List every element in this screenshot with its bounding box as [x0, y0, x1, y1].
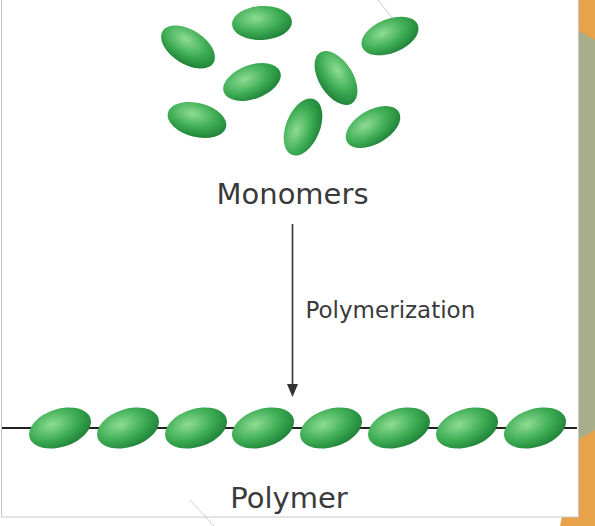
- chain-bead: [431, 400, 504, 456]
- monomer: [218, 56, 286, 108]
- chain-bead: [499, 400, 572, 456]
- deco-line: [378, 0, 392, 18]
- group-label: Monomers: [216, 177, 368, 212]
- monomer: [154, 17, 223, 78]
- chain-bead: [295, 400, 368, 456]
- monomer-cluster: [154, 4, 425, 161]
- polymer-group: Polymer: [0, 398, 578, 516]
- arrow-shaft: [292, 224, 294, 387]
- chain-bead: [160, 400, 233, 456]
- chain-bead: [92, 400, 165, 456]
- chain-bead: [24, 400, 97, 456]
- monomer: [356, 9, 424, 63]
- chain-bead: [363, 400, 436, 456]
- monomer-group: Monomers: [160, 0, 425, 212]
- panel-frame: [2, 0, 579, 517]
- reaction-arrow: [287, 224, 298, 397]
- process-label: Polymerization: [306, 297, 476, 325]
- monomer: [339, 97, 408, 156]
- monomer: [164, 96, 230, 144]
- polymer-chain: [2, 400, 577, 456]
- deco-line: [190, 500, 214, 526]
- monomer: [231, 4, 293, 41]
- arrow-head: [287, 384, 298, 397]
- chain-bead: [227, 400, 300, 456]
- monomer: [276, 93, 330, 161]
- group-label: Polymer: [230, 481, 347, 516]
